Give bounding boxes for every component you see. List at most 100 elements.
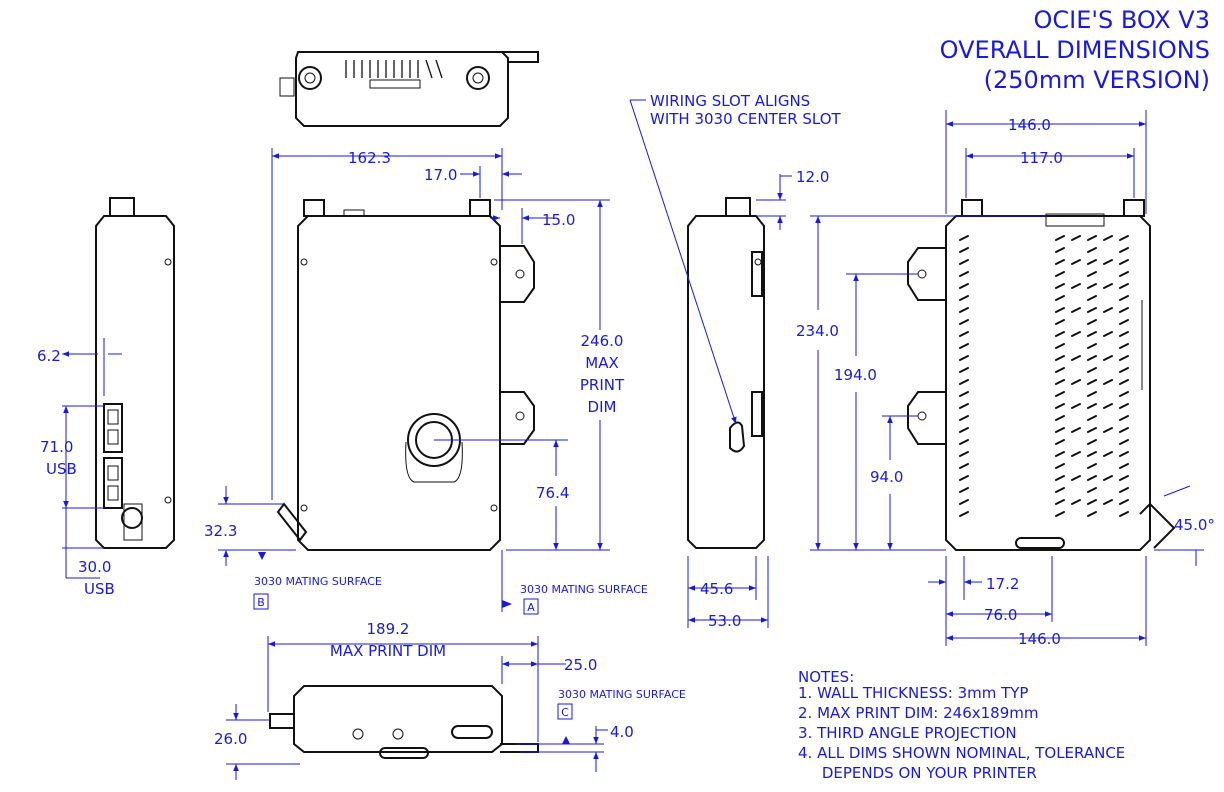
- datum-b-label: 3030 MATING SURFACE: [254, 575, 382, 588]
- dim-76-4: 76.4: [536, 484, 569, 502]
- vent-slot: [1055, 343, 1065, 349]
- front-view-dimensions: [218, 148, 610, 612]
- vent-slot: [959, 295, 969, 301]
- vent-slot: [1087, 499, 1097, 505]
- dim-45-deg: 45.0°: [1174, 516, 1215, 534]
- vent-slot: [1055, 259, 1065, 265]
- right-view-dimensions: [810, 110, 1204, 646]
- vent-slot: [1071, 259, 1081, 265]
- vent-slot: [1103, 355, 1113, 361]
- vent-slot: [1103, 427, 1113, 433]
- vent-slot: [1055, 319, 1065, 325]
- bottom-view: [269, 685, 539, 759]
- vent-slot: [959, 487, 969, 493]
- dim-71-0: 71.0: [40, 438, 73, 456]
- vent-slot: [1087, 343, 1097, 349]
- note-item-4: 4. ALL DIMS SHOWN NOMINAL, TOLERANCE: [798, 744, 1125, 762]
- vent-slot: [1119, 319, 1129, 325]
- vent-slot: [1119, 355, 1129, 361]
- vent-slot: [1087, 259, 1097, 265]
- vent-slot: [1087, 319, 1097, 325]
- usb-label-2: USB: [84, 580, 115, 598]
- vent-slot: [959, 343, 969, 349]
- vent-slot: [1119, 511, 1129, 517]
- vent-slot: [959, 463, 969, 469]
- vent-slot: [1087, 391, 1097, 397]
- vent-slot: [959, 475, 969, 481]
- vent-slot: [959, 511, 969, 517]
- vent-slot: [959, 307, 969, 313]
- vent-slot: [1119, 295, 1129, 301]
- dim-45-6: 45.6: [700, 580, 733, 598]
- vent-slot: [959, 367, 969, 373]
- vent-slot: [1071, 331, 1081, 337]
- datum-a-label: 3030 MATING SURFACE: [520, 583, 648, 596]
- vent-slot: [1103, 331, 1113, 337]
- vent-slot: [959, 283, 969, 289]
- vent-slot: [1055, 247, 1065, 253]
- bottom-view-dimensions: [226, 636, 608, 780]
- vent-slot: [1087, 271, 1097, 277]
- dim-17-0: 17.0: [424, 166, 457, 184]
- vent-slot: [1119, 367, 1129, 373]
- vent-slot: [1055, 271, 1065, 277]
- dim-25-0: 25.0: [564, 656, 597, 674]
- title-line-1: OCIE'S BOX V3: [1033, 6, 1210, 34]
- vent-slot: [1071, 307, 1081, 313]
- vent-slot: [1103, 403, 1113, 409]
- vent-slot: [1119, 283, 1129, 289]
- vent-slot: [1055, 355, 1065, 361]
- vent-slot: [1055, 391, 1065, 397]
- vent-slot: [1119, 379, 1129, 385]
- title-block: OCIE'S BOX V3 OVERALL DIMENSIONS (250mm …: [940, 6, 1210, 94]
- vent-slot: [1055, 235, 1065, 241]
- vent-slot: [1119, 391, 1129, 397]
- vent-slot: [959, 355, 969, 361]
- vent-slot: [1119, 307, 1129, 313]
- vent-slot: [1055, 307, 1065, 313]
- dim-94-0: 94.0: [870, 468, 903, 486]
- vent-slot: [1071, 427, 1081, 433]
- vent-slot: [959, 415, 969, 421]
- vent-slot: [1087, 379, 1097, 385]
- right-view: [907, 199, 1176, 551]
- note-item-2: 2. MAX PRINT DIM: 246x189mm: [798, 704, 1038, 722]
- vent-slot: [1087, 487, 1097, 493]
- vent-slot: [1071, 475, 1081, 481]
- vent-slot: [1119, 343, 1129, 349]
- vent-slot: [1071, 283, 1081, 289]
- vent-slot: [1119, 247, 1129, 253]
- vent-slot: [1119, 499, 1129, 505]
- vent-slot: [1055, 367, 1065, 373]
- dim-162-3: 162.3: [348, 149, 391, 167]
- vent-slot: [1119, 259, 1129, 265]
- vent-slot: [959, 499, 969, 505]
- datum-c-label: 3030 MATING SURFACE: [558, 688, 686, 701]
- vent-slot: [1087, 475, 1097, 481]
- wiring-callout: WIRING SLOT ALIGNS WITH 3030 CENTER SLOT: [629, 92, 842, 425]
- vent-slot: [959, 235, 969, 241]
- notes-block: NOTES: 1. WALL THICKNESS: 3mm TYP 2. MAX…: [798, 668, 1125, 782]
- title-line-2: OVERALL DIMENSIONS: [940, 36, 1210, 64]
- title-line-3: (250mm VERSION): [984, 66, 1210, 94]
- vent-slot: [959, 439, 969, 445]
- vent-slot: [1071, 235, 1081, 241]
- datum-c: 3030 MATING SURFACE C: [557, 688, 686, 720]
- dim-26-0: 26.0: [214, 730, 247, 748]
- vent-slot: [1119, 415, 1129, 421]
- vent-slot: [959, 319, 969, 325]
- vent-slot: [1055, 499, 1065, 505]
- vent-slot: [1087, 307, 1097, 313]
- top-view: [279, 51, 539, 127]
- vent-slot: [959, 391, 969, 397]
- callout-line-1: WIRING SLOT ALIGNS: [650, 92, 810, 110]
- vent-slot: [1119, 235, 1129, 241]
- vent-slot: [1071, 403, 1081, 409]
- vent-slot: [1055, 451, 1065, 457]
- vent-slot: [1103, 283, 1113, 289]
- dim-234-0: 234.0: [796, 322, 839, 340]
- vent-slot: [1103, 259, 1113, 265]
- dim-246-line-2: MAX: [585, 354, 618, 372]
- vent-slot: [1103, 475, 1113, 481]
